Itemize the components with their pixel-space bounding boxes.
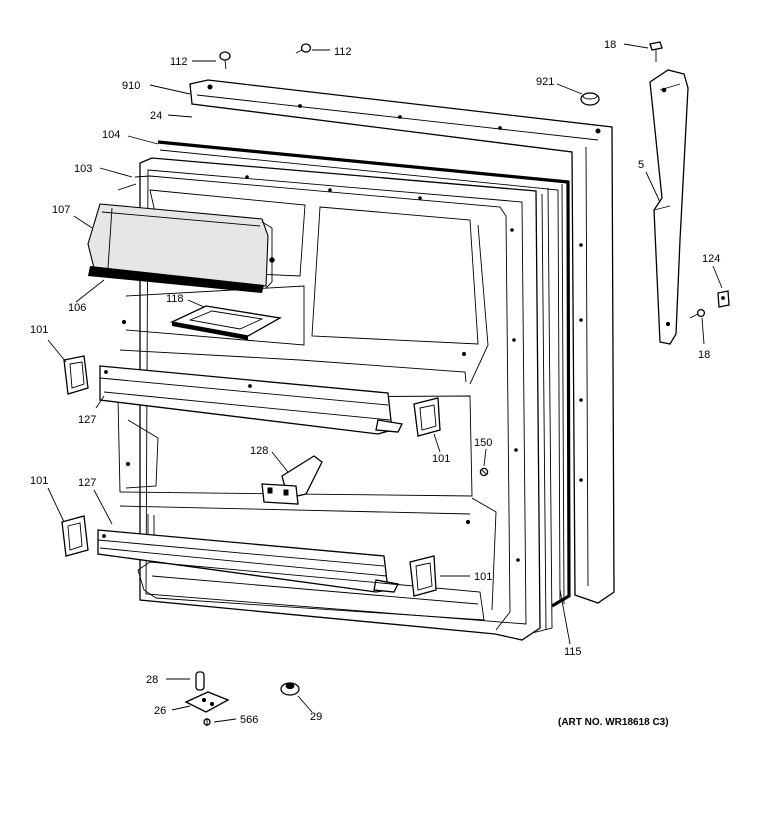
callout-566: 566 (240, 714, 258, 726)
callout-112-left: 112 (170, 56, 188, 68)
callout-104: 104 (102, 129, 120, 141)
handle-screw-top (649, 41, 663, 62)
callout-112-right: 112 (334, 46, 352, 58)
callout-101-right-upper: 101 (432, 453, 450, 465)
shelf-bracket-left-lower (61, 515, 89, 557)
hinge-plate (184, 691, 230, 713)
door-gasket (157, 140, 571, 637)
handle-clip (717, 290, 730, 308)
callout-101-right-lower: 101 (474, 571, 492, 583)
dairy-compartment-door (87, 203, 275, 293)
leader-lines (47, 43, 723, 723)
callout-107: 107 (52, 204, 70, 216)
screw-112-left (219, 51, 231, 70)
callout-127-upper: 127 (78, 414, 96, 426)
callout-124: 124 (702, 253, 720, 265)
door-stop (280, 682, 300, 696)
art-number: (ART NO. WR18618 C3) (558, 717, 669, 728)
shelf-bracket-right-lower (409, 555, 437, 597)
screw-150 (479, 467, 489, 477)
callout-24: 24 (150, 110, 162, 122)
callout-127-lower: 127 (78, 477, 96, 489)
callout-103: 103 (74, 163, 92, 175)
callout-labels: 112 112 910 24 104 103 107 106 118 101 1… (30, 39, 720, 728)
callout-26: 26 (154, 705, 166, 717)
callout-18-top: 18 (604, 39, 616, 51)
door-bracket (261, 455, 323, 505)
callout-29: 29 (310, 711, 322, 723)
callout-118: 118 (166, 293, 184, 305)
door-shelf-upper (99, 365, 403, 435)
callout-106: 106 (68, 302, 86, 314)
callout-150: 150 (474, 437, 492, 449)
outer-door-panel (189, 79, 615, 604)
shelf-bracket-right-upper (413, 397, 441, 437)
callout-128: 128 (250, 445, 268, 457)
handle-screw-side (689, 308, 706, 319)
callout-28: 28 (146, 674, 158, 686)
callout-115: 115 (564, 646, 582, 658)
callout-921: 921 (536, 76, 554, 88)
door-shelf-lower (97, 529, 485, 621)
door-handle (649, 69, 689, 345)
callout-5: 5 (638, 159, 644, 171)
hinge-pin (195, 671, 205, 691)
handle-cap-plug (580, 92, 600, 106)
callout-18-side: 18 (698, 349, 710, 361)
hinge-screw (203, 718, 211, 726)
callout-101-left-upper: 101 (30, 324, 48, 336)
shelf-bracket-left-upper (63, 355, 89, 395)
screw-112-right (295, 43, 312, 54)
callout-910: 910 (122, 80, 140, 92)
callout-101-left-lower: 101 (30, 475, 48, 487)
butter-tray (169, 305, 282, 340)
